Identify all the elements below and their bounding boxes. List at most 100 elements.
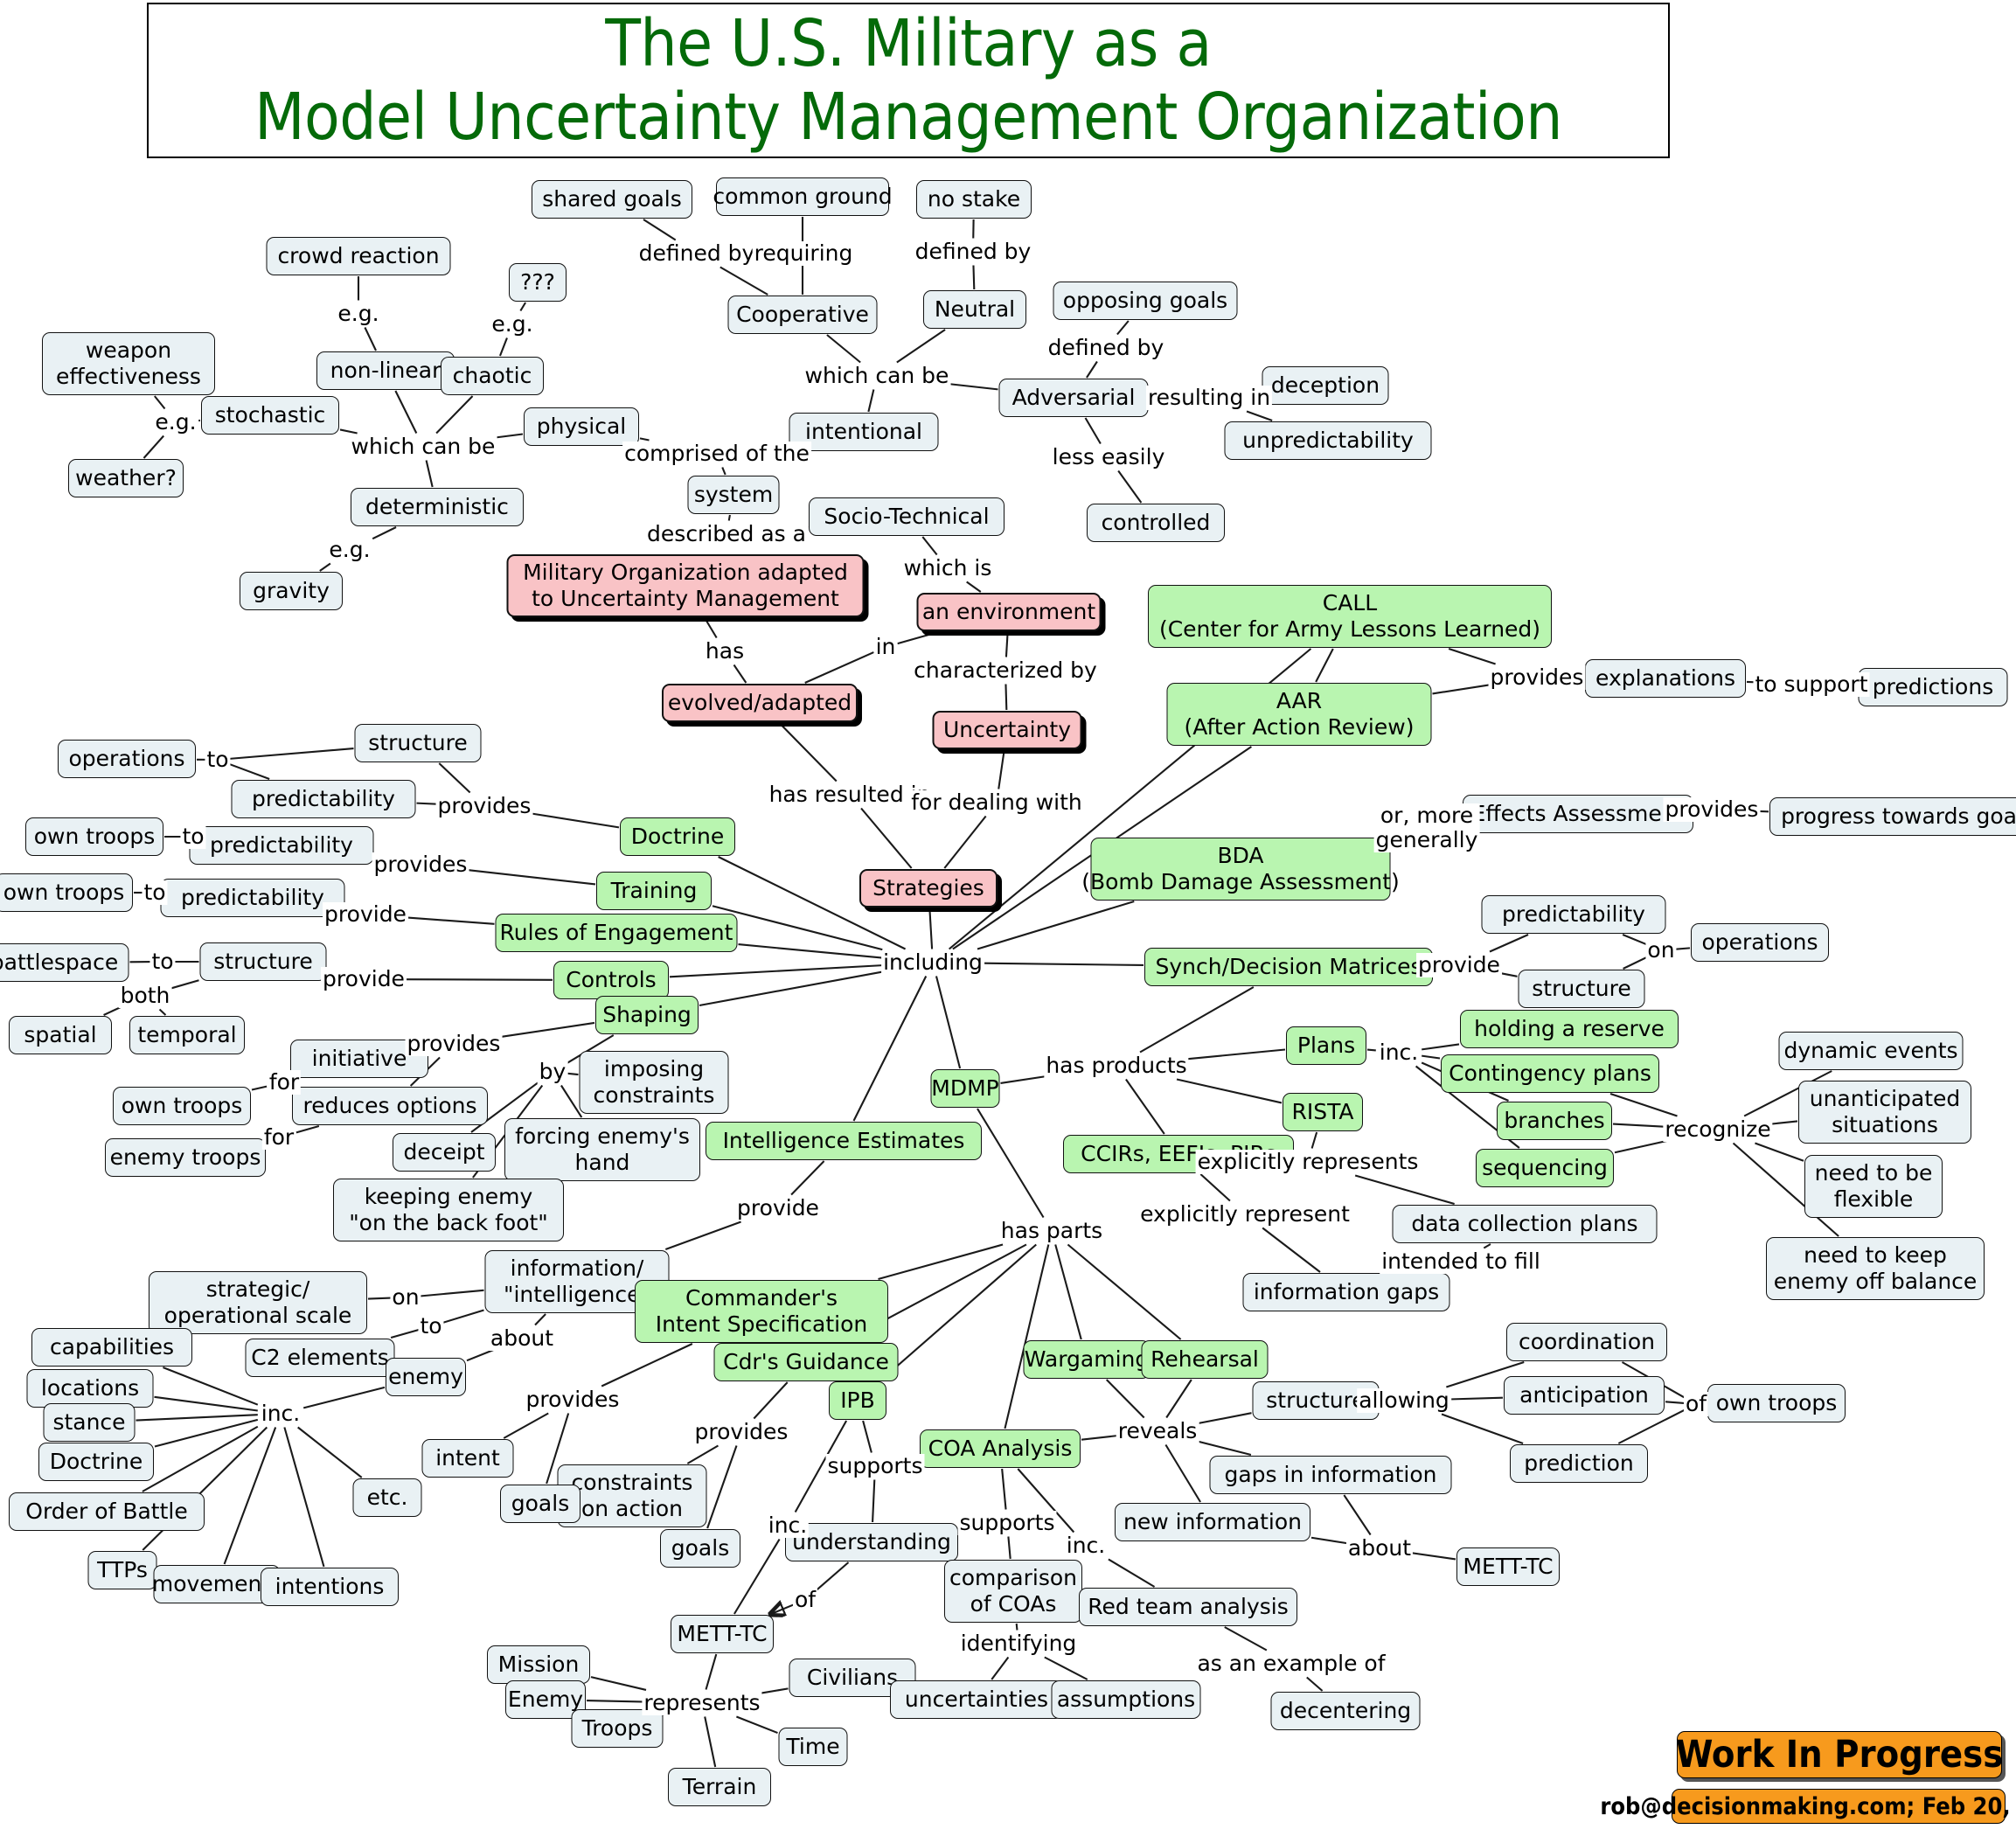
concept-node-enemy[interactable]: enemy [386,1358,466,1396]
concept-node-ttps[interactable]: TTPs [87,1551,157,1589]
concept-node-new-information[interactable]: new information [1115,1503,1310,1541]
concept-node-battlespace[interactable]: battlespace [0,943,129,982]
concept-node-comparison-of-coas[interactable]: comparison of COAs [944,1560,1082,1623]
concept-node-mission[interactable]: Mission [487,1645,590,1684]
concept-node-gravity[interactable]: gravity [240,572,343,610]
concept-node-shaping[interactable]: Shaping [595,996,699,1034]
concept-node-dynamic-events[interactable]: dynamic events [1778,1032,1964,1070]
concept-node-predictability-3[interactable]: predictability [160,879,345,917]
concept-node-effects-assessment[interactable]: Effects Assessment [1463,795,1693,833]
concept-node-training[interactable]: Training [596,872,712,910]
concept-node-intelligence-estimates[interactable]: Intelligence Estimates [706,1122,982,1160]
concept-node-rules-of-engagement[interactable]: Rules of Engagement [495,914,738,952]
concept-node-controls[interactable]: Controls [553,961,669,999]
concept-node-neutral[interactable]: Neutral [923,290,1026,329]
concept-node-cooperative[interactable]: Cooperative [727,296,878,334]
concept-node-stochastic[interactable]: stochastic [201,396,339,435]
concept-node-data-collection-plans[interactable]: data collection plans [1392,1205,1658,1243]
concept-node-deceipt[interactable]: deceipt [393,1133,496,1172]
concept-node-uncertainties[interactable]: uncertainties [890,1680,1063,1719]
concept-node-imposing-constraints[interactable]: imposing constraints [579,1051,729,1114]
concept-node-commanders-intent-spec[interactable]: Commander's Intent Specification [635,1280,888,1343]
concept-node-unanticipated-situations[interactable]: unanticipated situations [1798,1081,1971,1144]
concept-node-troops[interactable]: Troops [571,1709,664,1748]
concept-node-strategic-operational-scale[interactable]: strategic/ operational scale [149,1271,367,1334]
concept-node-mett-tc-main[interactable]: METT-TC [671,1615,774,1653]
concept-node-crowd-reaction[interactable]: crowd reaction [266,237,451,275]
concept-node-progress-towards-goals[interactable]: progress towards goals [1769,797,2016,836]
concept-node-evolved-adapted[interactable]: evolved/adapted [662,684,858,722]
concept-node-predictability-1[interactable]: predictability [231,780,416,818]
concept-node-need-to-be-flexible[interactable]: need to be flexible [1804,1155,1943,1218]
concept-node-deception[interactable]: deception [1262,366,1389,405]
concept-node-weapon-effectiveness[interactable]: weapon effectiveness [42,332,215,395]
concept-node-predictability-2[interactable]: predictability [189,826,374,865]
concept-node-structure-3[interactable]: structure [1518,970,1645,1008]
concept-node-an-environment[interactable]: an environment [916,593,1102,631]
concept-node-intentions[interactable]: intentions [261,1568,399,1606]
concept-node-forcing-enemys-hand[interactable]: forcing enemy's hand [504,1118,700,1181]
concept-node-rehearsal[interactable]: Rehearsal [1141,1340,1269,1379]
concept-node-opposing-goals[interactable]: opposing goals [1053,282,1238,320]
concept-node-stance[interactable]: stance [43,1403,136,1442]
concept-node-contingency-plans[interactable]: Contingency plans [1441,1054,1659,1093]
concept-node-ipb[interactable]: IPB [829,1381,886,1420]
concept-node-doctrine-plain[interactable]: Doctrine [38,1443,154,1481]
concept-node-common-ground[interactable]: common ground [713,177,893,216]
concept-node-own-troops-4[interactable]: own troops [1707,1384,1846,1422]
concept-node-time[interactable]: Time [778,1728,848,1766]
concept-node-deterministic[interactable]: deterministic [351,488,524,526]
concept-node-capabilities[interactable]: capabilities [31,1328,192,1367]
concept-node-order-of-battle[interactable]: Order of Battle [9,1492,205,1531]
concept-node-civilians[interactable]: Civilians [789,1659,916,1697]
concept-node-plans[interactable]: Plans [1286,1026,1366,1065]
concept-node-keeping-enemy-back-foot[interactable]: keeping enemy "on the back foot" [333,1179,564,1241]
concept-node-structure-1[interactable]: structure [354,724,482,762]
concept-node-controlled[interactable]: controlled [1087,504,1225,542]
concept-node-own-troops-1[interactable]: own troops [25,817,163,856]
concept-node-mdmp[interactable]: MDMP [930,1069,1000,1108]
concept-node-chaotic[interactable]: chaotic [441,357,544,395]
concept-node-doctrine-green[interactable]: Doctrine [620,817,735,856]
concept-node-explanations[interactable]: explanations [1585,659,1746,698]
concept-node-goals-1[interactable]: goals [500,1485,580,1523]
concept-node-prediction[interactable]: prediction [1510,1444,1648,1483]
concept-node-aar[interactable]: AAR (After Action Review) [1166,683,1432,746]
concept-node-need-keep-enemy-off-balance[interactable]: need to keep enemy off balance [1766,1237,1985,1300]
concept-node-goals-2[interactable]: goals [660,1529,740,1568]
concept-node-c2-elements[interactable]: C2 elements [245,1339,395,1377]
concept-node-predictions[interactable]: predictions [1858,668,2008,706]
concept-node-bda[interactable]: BDA (Bomb Damage Assessment) [1081,838,1400,901]
concept-node-no-stake[interactable]: no stake [916,180,1032,219]
concept-node-assumptions[interactable]: assumptions [1051,1680,1201,1719]
concept-node-locations[interactable]: locations [26,1369,154,1408]
concept-node-weather[interactable]: weather? [68,459,184,497]
concept-node-strategies[interactable]: Strategies [859,869,998,908]
concept-node-shared-goals[interactable]: shared goals [532,180,692,219]
concept-node-intentional[interactable]: intentional [789,413,939,451]
concept-node-enemy-troops[interactable]: enemy troops [105,1138,266,1177]
concept-node-temporal[interactable]: temporal [129,1016,245,1054]
concept-node-reduces-options[interactable]: reduces options [292,1087,488,1125]
concept-node-socio-technical[interactable]: Socio-Technical [809,497,1005,536]
concept-node-mett-tc-right[interactable]: METT-TC [1456,1547,1560,1586]
concept-node-physical[interactable]: physical [524,407,639,446]
concept-node-adversarial[interactable]: Adversarial [998,379,1149,417]
concept-node-cdrs-guidance[interactable]: Cdr's Guidance [713,1343,899,1381]
concept-node-unpredictability[interactable]: unpredictability [1224,421,1432,460]
concept-node-wargaming[interactable]: Wargaming [1023,1340,1151,1379]
concept-node-holding-a-reserve[interactable]: holding a reserve [1460,1010,1679,1048]
concept-node-call[interactable]: CALL (Center for Army Lessons Learned) [1148,585,1552,648]
concept-node-decentering[interactable]: decentering [1270,1692,1421,1730]
concept-node-branches[interactable]: branches [1497,1102,1612,1140]
concept-node-intent[interactable]: intent [421,1439,514,1478]
concept-node-movements[interactable]: movements [152,1565,282,1603]
concept-node-spatial[interactable]: spatial [9,1016,112,1054]
concept-node-operations-1[interactable]: operations [58,740,196,778]
concept-node-understanding[interactable]: understanding [785,1523,958,1561]
concept-node-structure-2[interactable]: structure [199,942,327,981]
concept-node-predictability-4[interactable]: predictability [1481,895,1666,934]
concept-node-uncertainty[interactable]: Uncertainty [932,711,1082,749]
concept-node-sequencing[interactable]: sequencing [1476,1149,1614,1187]
concept-node-red-team-analysis[interactable]: Red team analysis [1079,1588,1297,1626]
